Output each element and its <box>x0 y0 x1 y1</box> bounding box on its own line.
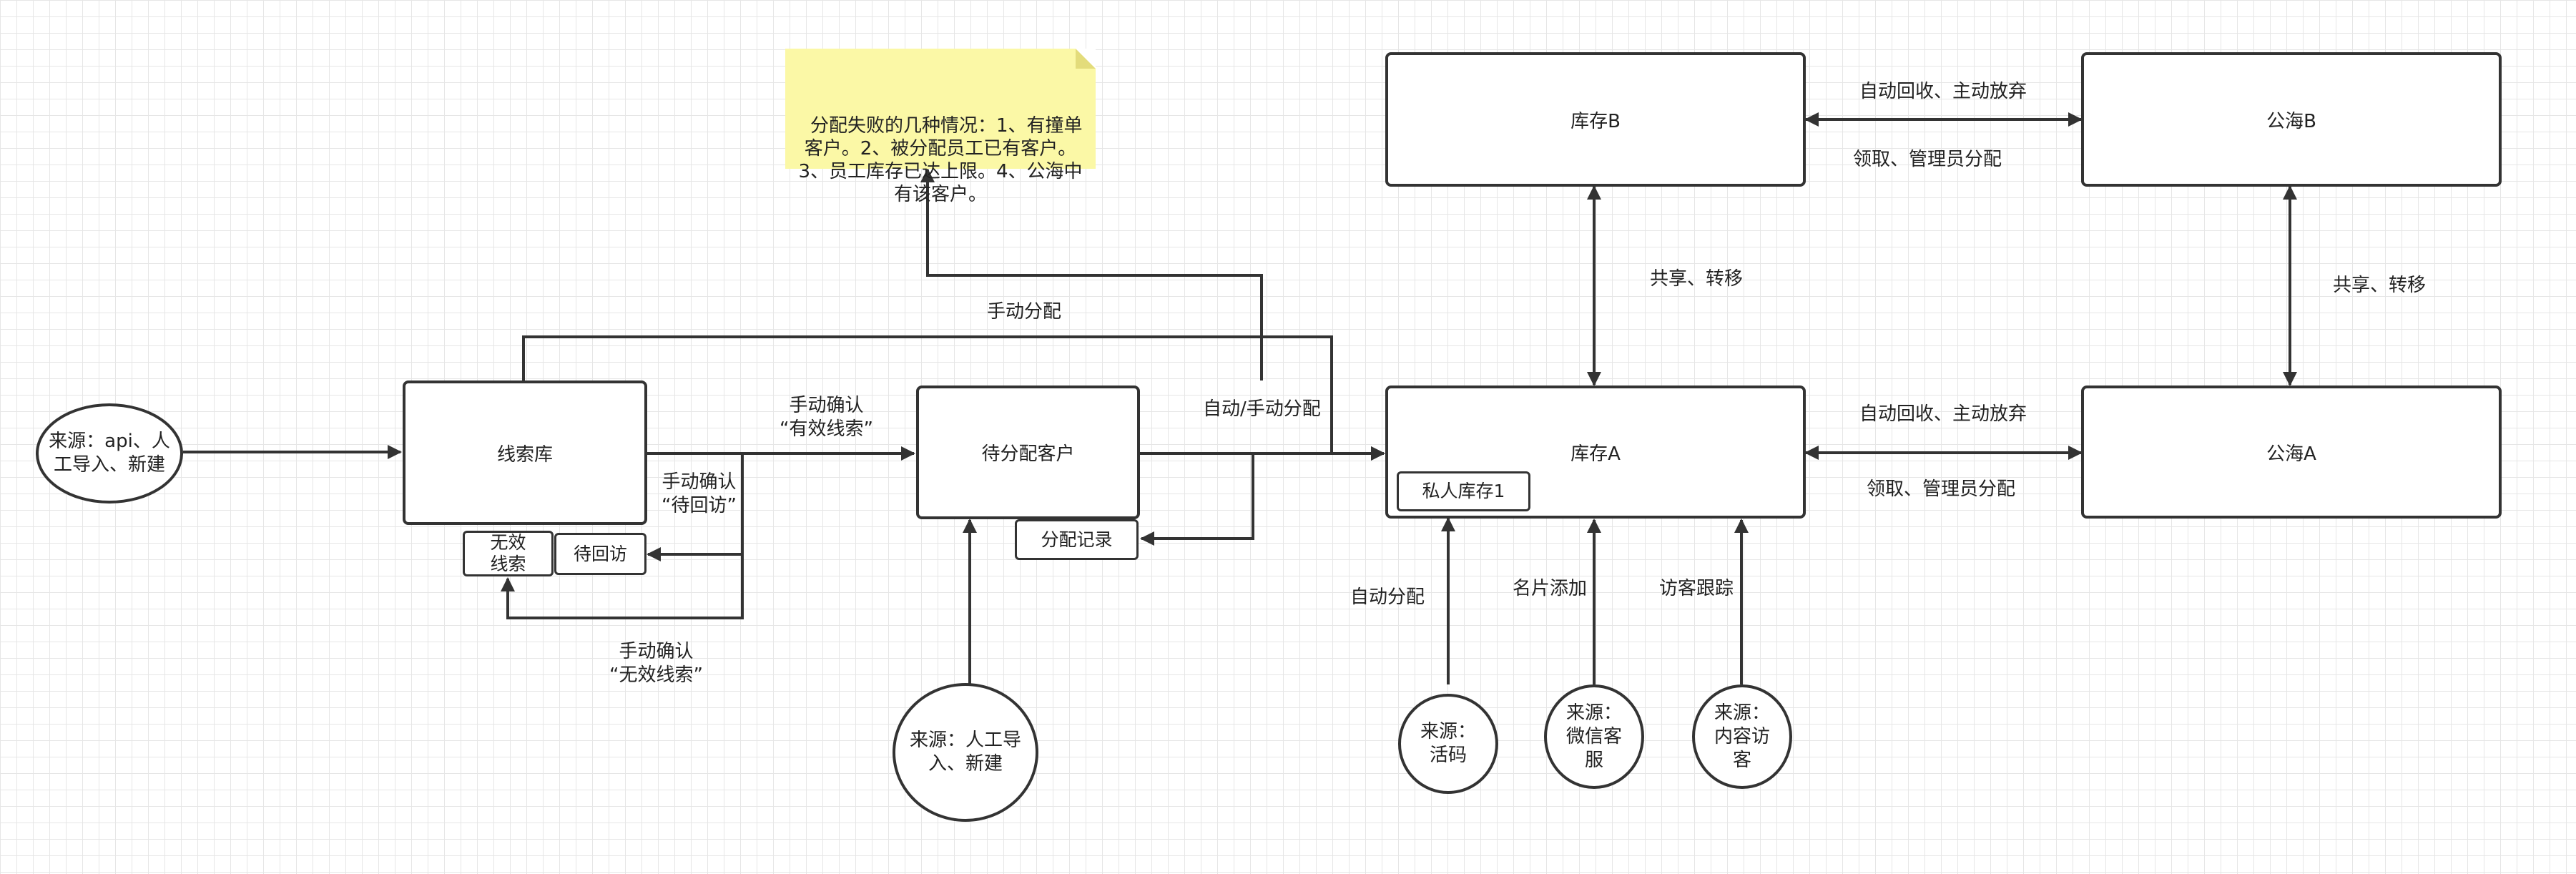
label-card-add: 名片添加 <box>1513 578 1588 599</box>
note-fold-corner <box>1076 49 1096 69</box>
label-auto-assign: 自动分配 <box>1350 586 1425 608</box>
source-visitor-label: 来源： 内容访 客 <box>1714 702 1770 771</box>
lead-pool-label: 线索库 <box>496 443 553 466</box>
source-visitor[interactable]: 来源： 内容访 客 <box>1692 684 1792 789</box>
edge-to-invalid-leads <box>501 554 744 619</box>
assign-failure-note: 分配失败的几种情况：1、有撞单 客户。2、被分配员工已有客户。 3、员工库存已达… <box>785 49 1096 205</box>
label-recycle-b: 自动回收、主动放弃 <box>1859 81 2027 102</box>
source-api-label: 来源：api、人 工导入、新建 <box>49 431 170 476</box>
source-wechat-label: 来源： 微信客 服 <box>1565 702 1622 771</box>
invalid-leads-label: 无效 线索 <box>490 532 526 574</box>
stock-a-label: 库存A <box>1570 443 1621 465</box>
pending-assign-box[interactable]: 待分配客户 <box>916 386 1140 519</box>
source-manual-label: 来源：人工导 入、新建 <box>910 730 1022 775</box>
label-claim-a: 领取、管理员分配 <box>1867 478 2016 500</box>
lead-pool-box[interactable]: 线索库 <box>403 380 647 525</box>
private-stock-label: 私人库存1 <box>1422 481 1505 501</box>
sea-b-box[interactable]: 公海B <box>2081 52 2502 187</box>
source-api[interactable]: 来源：api、人 工导入、新建 <box>36 403 183 504</box>
label-manual-assign: 手动分配 <box>987 301 1062 323</box>
pending-assign-label: 待分配客户 <box>981 443 1075 465</box>
label-confirm-invalid: 手动确认 “无效线索” <box>609 641 703 686</box>
pending-revisit-label: 待回访 <box>573 543 627 564</box>
sea-a-label: 公海A <box>2266 443 2316 465</box>
stock-b-box[interactable]: 库存B <box>1385 52 1806 187</box>
label-visitor-track: 访客跟踪 <box>1659 578 1734 599</box>
edge-to-pending-revisit <box>647 452 744 561</box>
sea-b-label: 公海B <box>2266 110 2316 132</box>
assign-log-label: 分配记录 <box>1041 529 1113 550</box>
label-recycle-a: 自动回收、主动放弃 <box>1859 403 2027 425</box>
stock-b-label: 库存B <box>1570 110 1621 132</box>
source-manual[interactable]: 来源：人工导 入、新建 <box>893 683 1038 822</box>
assign-log-box[interactable]: 分配记录 <box>1015 519 1139 560</box>
label-share-a-b: 共享、转移 <box>1650 268 1744 290</box>
label-confirm-valid: 手动确认 “有效线索” <box>780 395 873 440</box>
source-live-code[interactable]: 来源： 活码 <box>1398 694 1498 794</box>
invalid-leads-box[interactable]: 无效 线索 <box>463 531 554 576</box>
sea-a-box[interactable]: 公海A <box>2081 386 2502 519</box>
pending-revisit-box[interactable]: 待回访 <box>554 533 647 575</box>
source-wechat[interactable]: 来源： 微信客 服 <box>1544 684 1644 789</box>
private-stock-box[interactable]: 私人库存1 <box>1397 471 1530 511</box>
label-confirm-revisit: 手动确认 “待回访” <box>662 471 737 516</box>
label-auto-manual-assign: 自动/手动分配 <box>1203 398 1321 420</box>
assign-failure-note-text: 分配失败的几种情况：1、有撞单 客户。2、被分配员工已有客户。 3、员工库存已达… <box>798 115 1083 205</box>
edge-to-assign-log <box>1140 453 1254 546</box>
label-share-sea: 共享、转移 <box>2333 275 2427 296</box>
label-claim-b: 领取、管理员分配 <box>1853 149 2002 170</box>
source-live-code-label: 来源： 活码 <box>1420 721 1476 766</box>
edge-to-fail-note <box>920 168 1263 380</box>
